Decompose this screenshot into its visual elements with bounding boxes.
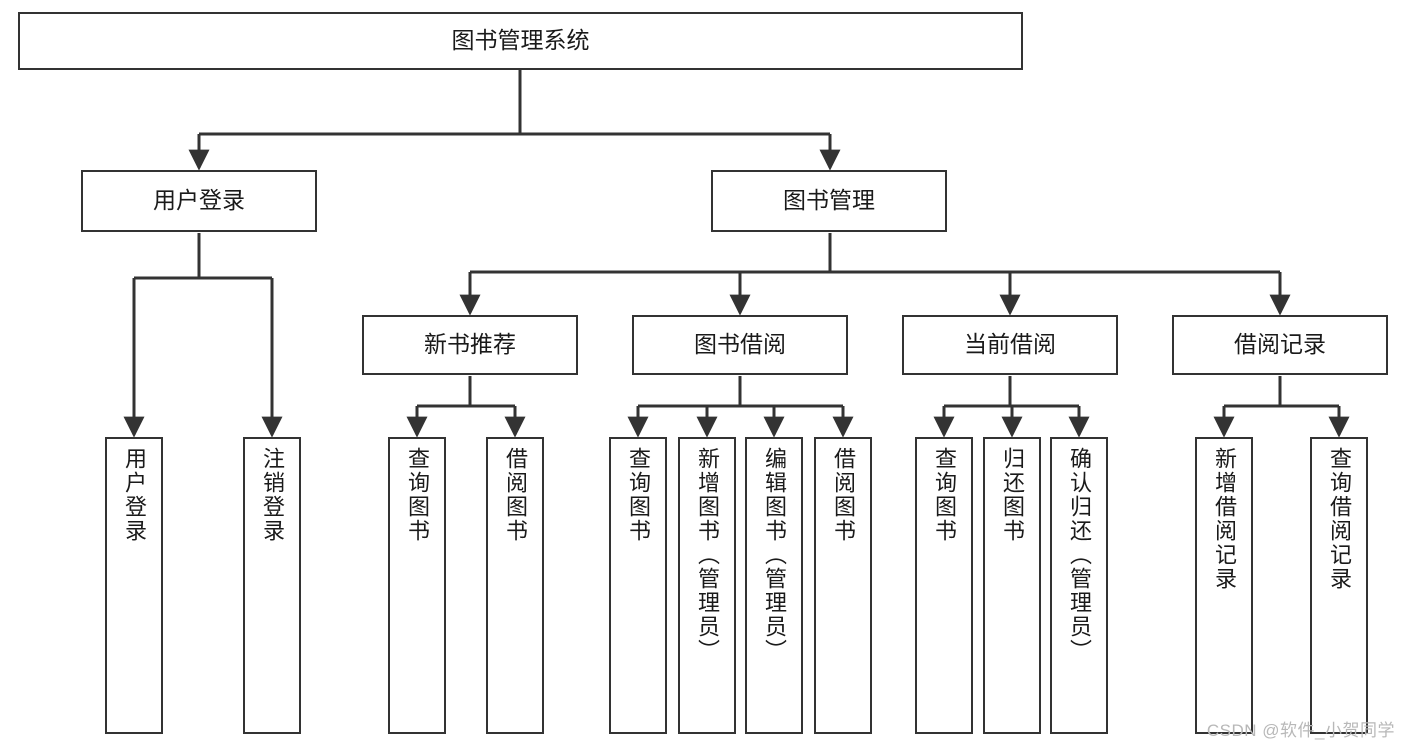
node-current-borrow[interactable]: 当前借阅 — [902, 315, 1118, 375]
node-label: 确认归还（管理员） — [1067, 447, 1092, 663]
node-label: 查询图书 — [626, 447, 651, 543]
node-label: 借阅记录 — [1234, 331, 1326, 358]
node-leaf-user-login[interactable]: 用户登录 — [105, 437, 163, 734]
node-label: 查询图书 — [405, 447, 430, 543]
node-new-book-recommend[interactable]: 新书推荐 — [362, 315, 578, 375]
node-root-book-management-system[interactable]: 图书管理系统 — [18, 12, 1023, 70]
node-label: 查询借阅记录 — [1327, 447, 1352, 591]
node-label: 用户登录 — [122, 447, 147, 543]
node-book-borrow[interactable]: 图书借阅 — [632, 315, 848, 375]
node-label: 查询图书 — [932, 447, 957, 543]
node-leaf-borrow-book-borrow[interactable]: 借阅图书 — [814, 437, 872, 734]
node-label: 注销登录 — [260, 447, 285, 543]
node-label: 图书管理系统 — [451, 27, 590, 54]
node-leaf-query-book-recommend[interactable]: 查询图书 — [388, 437, 446, 734]
node-label: 图书借阅 — [694, 331, 786, 358]
node-leaf-query-borrow-record[interactable]: 查询借阅记录 — [1310, 437, 1368, 734]
node-leaf-query-book-borrow[interactable]: 查询图书 — [609, 437, 667, 734]
csdn-watermark: CSDN @软件_小贺同学 — [1206, 721, 1395, 740]
node-leaf-logout-login[interactable]: 注销登录 — [243, 437, 301, 734]
node-borrow-record[interactable]: 借阅记录 — [1172, 315, 1388, 375]
node-leaf-return-book[interactable]: 归还图书 — [983, 437, 1041, 734]
node-label: 图书管理 — [783, 187, 875, 214]
node-label: 新增图书（管理员） — [695, 447, 720, 663]
node-leaf-add-borrow-record[interactable]: 新增借阅记录 — [1195, 437, 1253, 734]
node-label: 当前借阅 — [964, 331, 1056, 358]
node-label: 借阅图书 — [831, 447, 856, 543]
node-user-login[interactable]: 用户登录 — [81, 170, 317, 232]
node-label: 新书推荐 — [424, 331, 516, 358]
node-leaf-borrow-book-recommend[interactable]: 借阅图书 — [486, 437, 544, 734]
node-label: 新增借阅记录 — [1212, 447, 1237, 591]
node-leaf-confirm-return-admin[interactable]: 确认归还（管理员） — [1050, 437, 1108, 734]
node-label: 归还图书 — [1000, 447, 1025, 543]
node-leaf-add-book-admin[interactable]: 新增图书（管理员） — [678, 437, 736, 734]
node-book-management[interactable]: 图书管理 — [711, 170, 947, 232]
node-leaf-edit-book-admin[interactable]: 编辑图书（管理员） — [745, 437, 803, 734]
node-label: 编辑图书（管理员） — [762, 447, 787, 663]
node-leaf-query-book-current[interactable]: 查询图书 — [915, 437, 973, 734]
node-label: 借阅图书 — [503, 447, 528, 543]
node-label: 用户登录 — [153, 187, 245, 214]
